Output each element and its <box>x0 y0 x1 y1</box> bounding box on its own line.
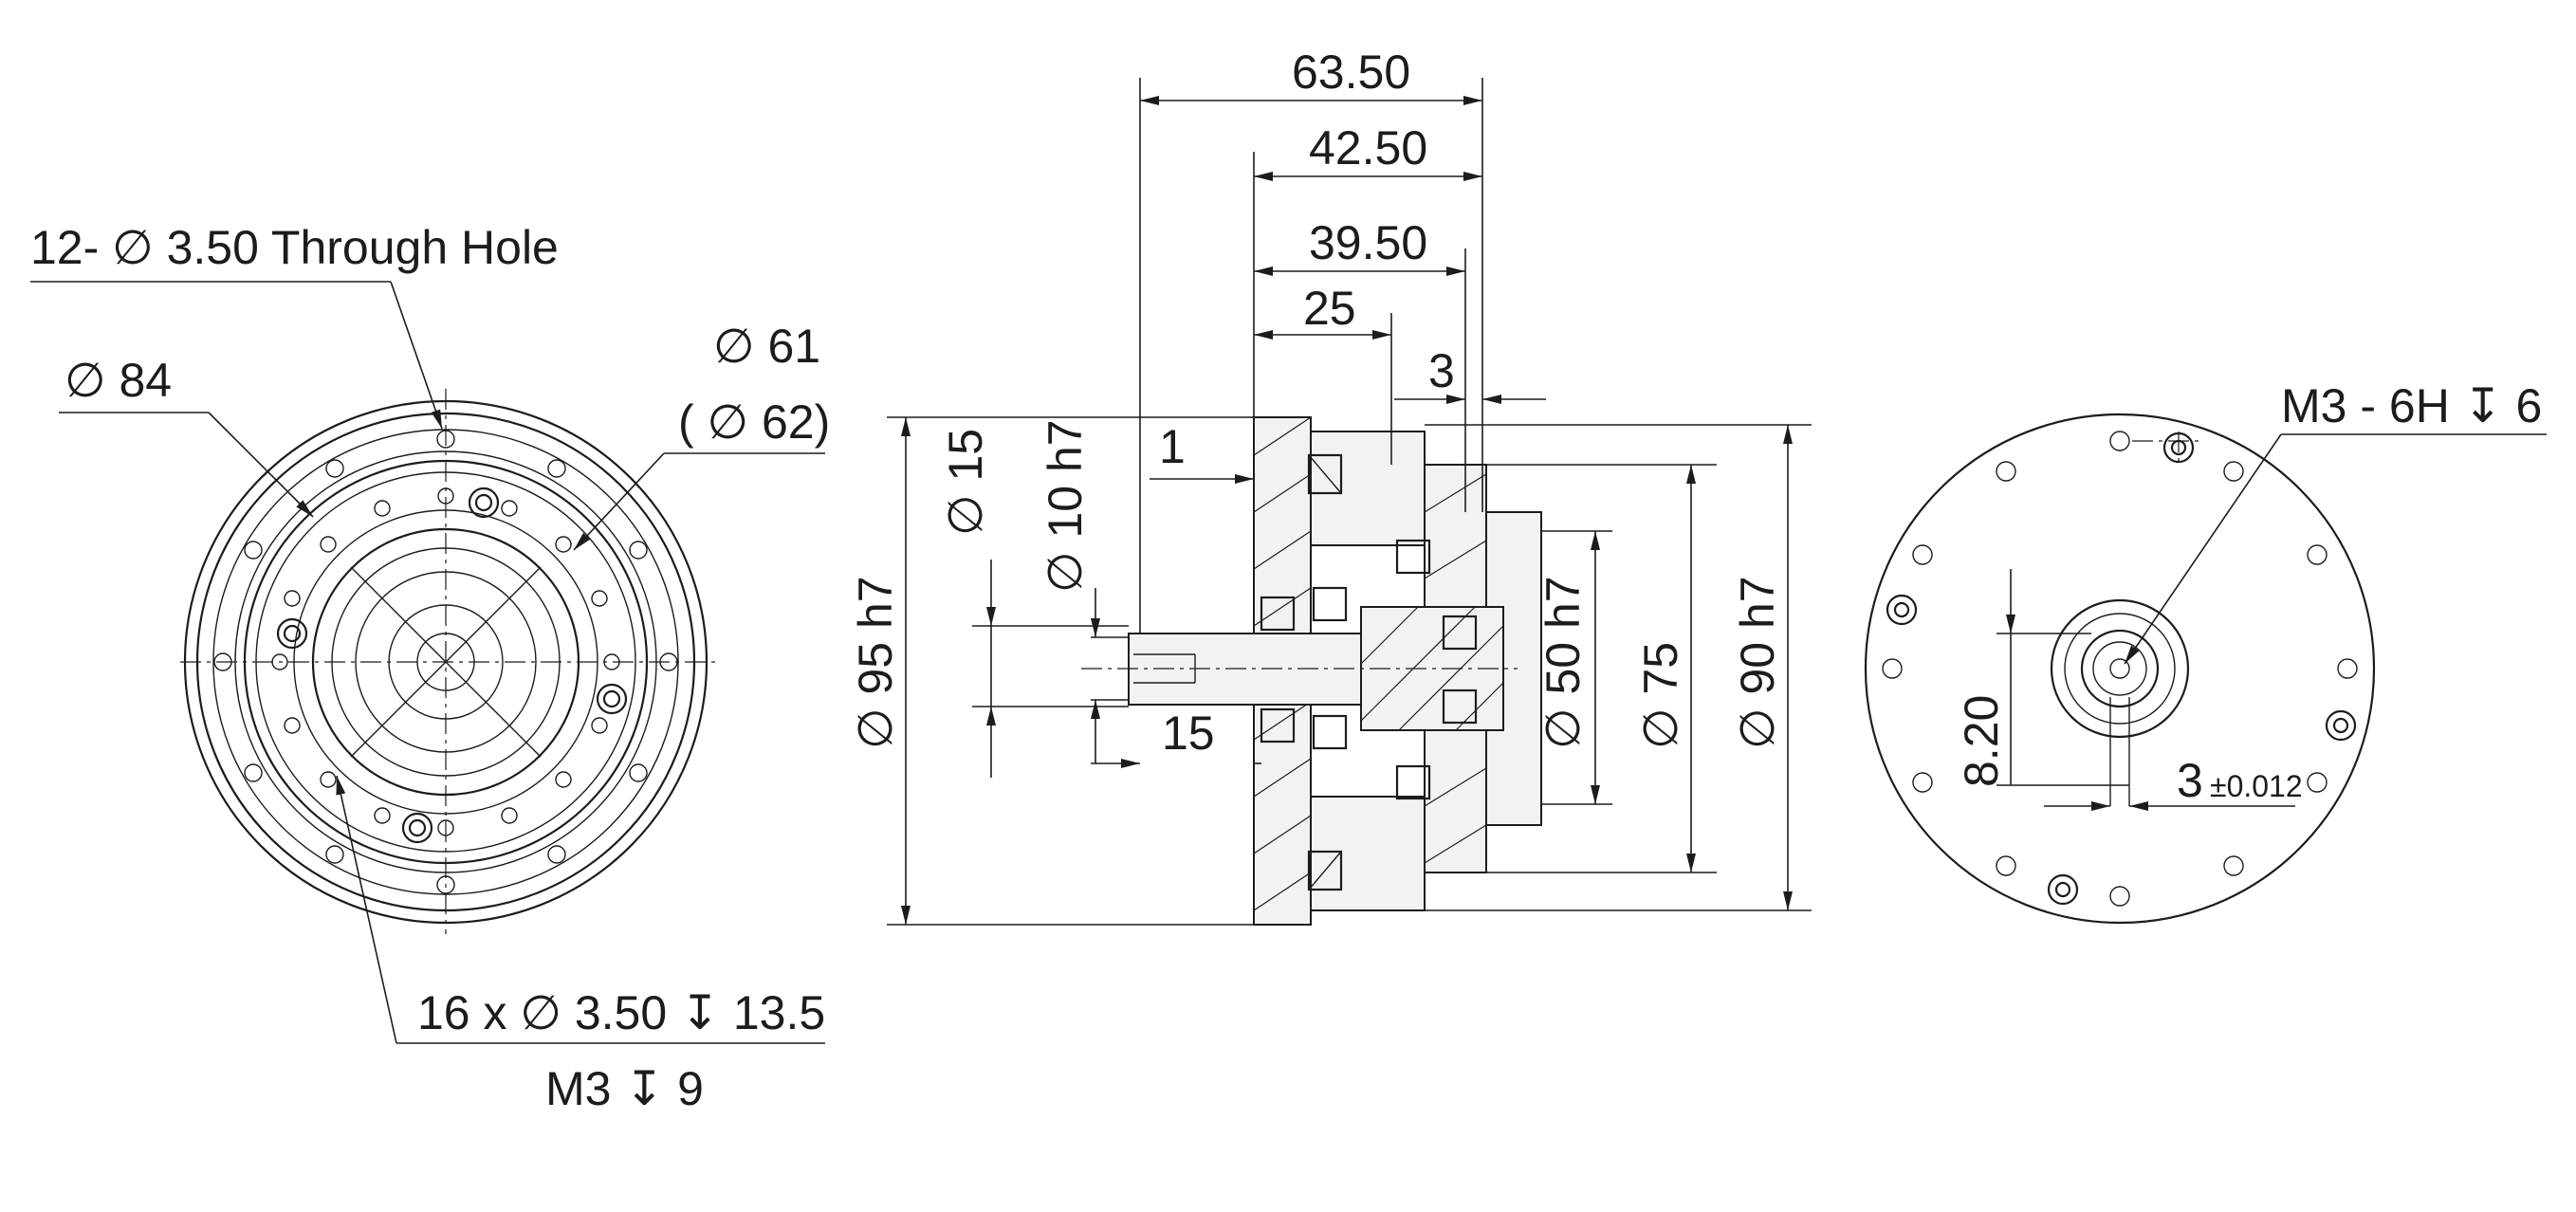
tolerance-label: ±0.012 <box>2210 769 2303 803</box>
thread-label: M3 ↧ 9 <box>545 1062 704 1115</box>
tapped-holes-label: 16 x ∅ 3.50 ↧ 13.5 <box>417 986 825 1039</box>
len-3-label: 3 <box>1428 344 1455 397</box>
dia-95-label: ∅ 95 h7 <box>849 576 902 749</box>
len-15-label: 15 <box>1162 707 1215 760</box>
dia-90-label: ∅ 90 h7 <box>1731 576 1784 749</box>
dim-820-label: 8.20 <box>1955 695 2008 787</box>
dia-75-label: ∅ 75 <box>1634 642 1687 749</box>
rear-thread-label: M3 - 6H ↧ 6 <box>2281 379 2542 432</box>
len-total-label: 63.50 <box>1292 46 1410 99</box>
len-42-label: 42.50 <box>1309 121 1427 174</box>
through-hole-label: 12- ∅ 3.50 Through Hole <box>30 221 559 274</box>
len-25-label: 25 <box>1303 282 1356 335</box>
section-view: 63.50 42.50 39.50 25 3 1 15 ∅ 95 h7 ∅ 15… <box>849 46 1812 926</box>
tapped-holes <box>271 487 620 836</box>
through-holes <box>213 430 678 894</box>
rear-view: M3 - 6H ↧ 6 8.20 3 ±0.012 <box>1864 379 2547 925</box>
len-39-label: 39.50 <box>1309 216 1427 269</box>
rear-holes <box>1882 431 2358 907</box>
dim-3-label: 3 <box>2177 754 2203 807</box>
dia-10-label: ∅ 10 h7 <box>1039 419 1092 593</box>
pcd-ref-label: ( ∅ 62) <box>678 395 830 449</box>
pcd-label: ∅ 61 <box>713 320 820 373</box>
len-1-label: 1 <box>1159 420 1186 473</box>
outer-diameter-label: ∅ 84 <box>64 354 172 407</box>
front-view: 12- ∅ 3.50 Through Hole ∅ 84 ∅ 61 ( ∅ 62… <box>30 221 830 1115</box>
dia-15-label: ∅ 15 <box>939 429 992 536</box>
dia-50-label: ∅ 50 h7 <box>1536 576 1590 749</box>
